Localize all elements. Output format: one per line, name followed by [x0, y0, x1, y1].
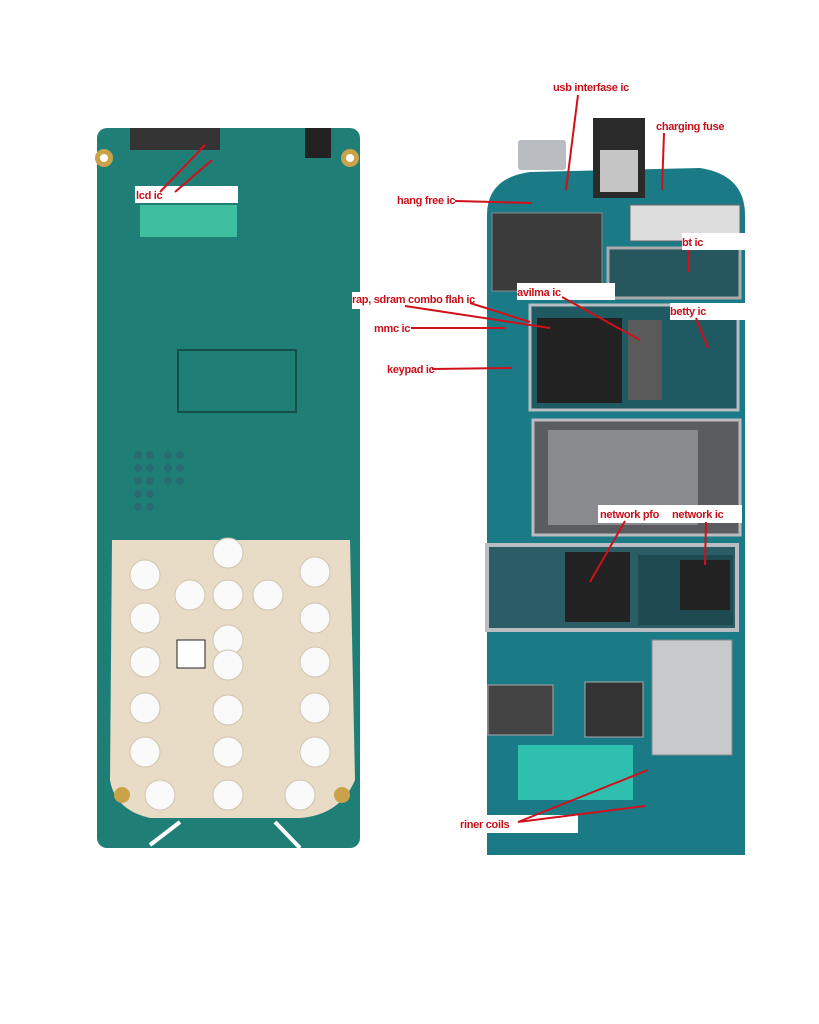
label-rap-sdram: rap, sdram — [352, 294, 406, 306]
label-keypad-ic: keypad ic — [387, 364, 435, 376]
label-lcd-ic: lcd ic — [136, 190, 163, 202]
label-backgrounds — [135, 186, 745, 833]
label-network-ic: network ic — [672, 509, 724, 521]
label-usb-interface-ic: usb interfase ic — [553, 82, 629, 94]
label-betty-ic: betty ic — [670, 306, 706, 318]
pointer-lines — [159, 94, 709, 823]
left-board-keypad-side — [95, 128, 360, 850]
label-avilma-ic: avilma ic — [517, 287, 561, 299]
label-riner-coils: riner coils — [460, 819, 509, 831]
right-board-component-side — [485, 118, 745, 855]
label-network-pfo: network pfo — [600, 509, 660, 521]
label-mmc-ic: mmc ic — [374, 323, 410, 335]
label-hang-free-ic: hang free ic — [397, 195, 455, 207]
label-combo-flash-ic: combo flah ic — [408, 294, 475, 306]
label-bt-ic: bt ic — [682, 237, 703, 249]
label-charging-fuse: charging fuse — [656, 121, 724, 133]
